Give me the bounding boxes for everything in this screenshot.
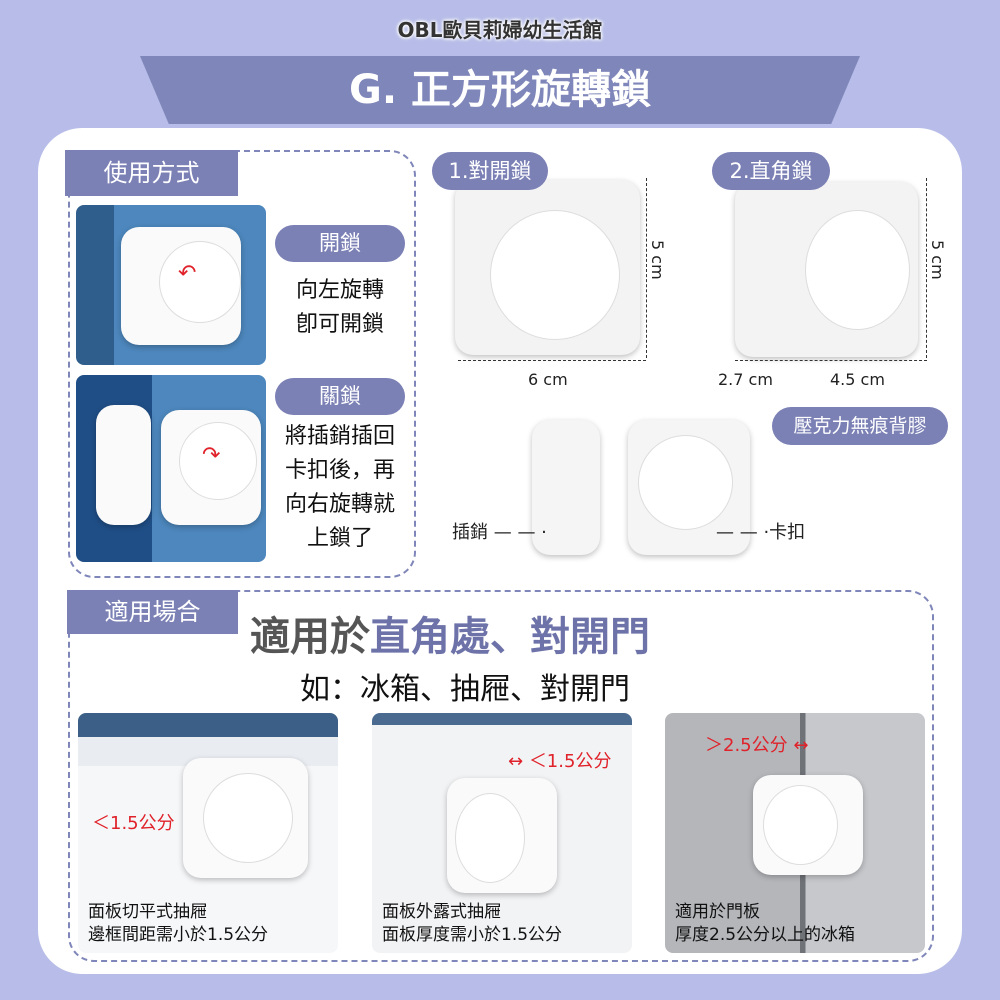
caption-line: 面板外露式抽屜: [382, 902, 501, 922]
unlock-text: 向左旋轉卽可開鎖: [270, 274, 410, 342]
type2-height: 5 cm: [928, 240, 947, 280]
text-line: 卡扣後，再: [284, 458, 395, 483]
right-angle-lock-image: [735, 182, 918, 357]
caption-line: 面板厚度需小於1.5公分: [382, 925, 563, 945]
catch-image: [628, 420, 750, 555]
card-caption: 面板外露式抽屜面板厚度需小於1.5公分: [382, 901, 562, 947]
gap-note-wrap: ↔ ＜1.5公分: [508, 751, 612, 772]
text-line: 向左旋轉: [295, 278, 384, 303]
usage-box: [68, 150, 416, 578]
lock-pill: 關鎖: [275, 378, 405, 415]
lock-photo: ↷: [76, 375, 266, 562]
pin-label: 插銷 — — ·: [452, 522, 547, 543]
rotate-right-arrow-icon: ↷: [202, 443, 221, 468]
type1-pill: 1.對開鎖: [432, 152, 548, 190]
card-flush-drawer: ＜1.5公分 面板切平式抽屜邊框間距需小於1.5公分: [78, 713, 338, 953]
unlock-photo: ↶: [76, 205, 266, 365]
gap-note-wrap: ＞2.5公分 ↔: [705, 735, 809, 756]
gap-note: ＜1.5公分: [528, 751, 612, 772]
catch-text: 卡扣: [769, 522, 806, 543]
caption-line: 適用於門板: [675, 902, 760, 922]
catch-label: — — ·卡扣: [716, 522, 806, 543]
text-line: 向右旋轉就: [284, 492, 395, 517]
adhesive-pill: 壓克力無痕背膠: [772, 407, 948, 445]
headline-part: 直角處、對開門: [370, 614, 650, 660]
title-banner: G. 正方形旋轉鎖: [140, 56, 860, 124]
type2-pill: 2.直角鎖: [712, 152, 830, 190]
caption-line: 面板切平式抽屜: [88, 902, 207, 922]
apply-box: [68, 590, 934, 962]
apply-subline: 如：冰箱、抽屜、對開門: [300, 672, 630, 707]
double-door-lock-image: [455, 180, 640, 355]
card-caption: 適用於門板厚度2.5公分以上的冰箱: [675, 901, 855, 947]
caption-line: 邊框間距需小於1.5公分: [88, 925, 269, 945]
type2-width-b: 4.5 cm: [830, 370, 885, 389]
type2-width-a: 2.7 cm: [718, 370, 773, 389]
text-line: 卽可開鎖: [295, 312, 384, 337]
pin-image: [532, 420, 600, 555]
type1-width: 6 cm: [528, 370, 568, 389]
gap-note: ＞2.5公分: [705, 735, 788, 756]
text-line: 上鎖了: [306, 526, 373, 551]
gap-note: ＜1.5公分: [92, 813, 175, 834]
headline-part: 適用於: [250, 614, 370, 660]
lock-text: 將插銷插回卡扣後，再向右旋轉就上鎖了: [270, 420, 410, 556]
pin-text: 插銷: [452, 522, 488, 543]
card-fridge-door: ＞2.5公分 ↔ 適用於門板厚度2.5公分以上的冰箱: [665, 713, 925, 953]
rotate-left-arrow-icon: ↶: [178, 261, 197, 286]
caption-line: 厚度2.5公分以上的冰箱: [675, 925, 856, 945]
type1-height: 5 cm: [648, 240, 667, 280]
card-caption: 面板切平式抽屜邊框間距需小於1.5公分: [88, 901, 268, 947]
card-overlay-drawer: ↔ ＜1.5公分 面板外露式抽屜面板厚度需小於1.5公分: [372, 713, 632, 953]
apply-label: 適用場合: [67, 590, 238, 634]
text-line: 將插銷插回: [284, 424, 395, 449]
usage-label: 使用方式: [65, 150, 238, 196]
brand-logo: OBL歐貝莉婦幼生活館: [397, 18, 603, 42]
unlock-pill: 開鎖: [275, 225, 405, 262]
apply-headline: 適用於直角處、對開門: [250, 604, 650, 662]
